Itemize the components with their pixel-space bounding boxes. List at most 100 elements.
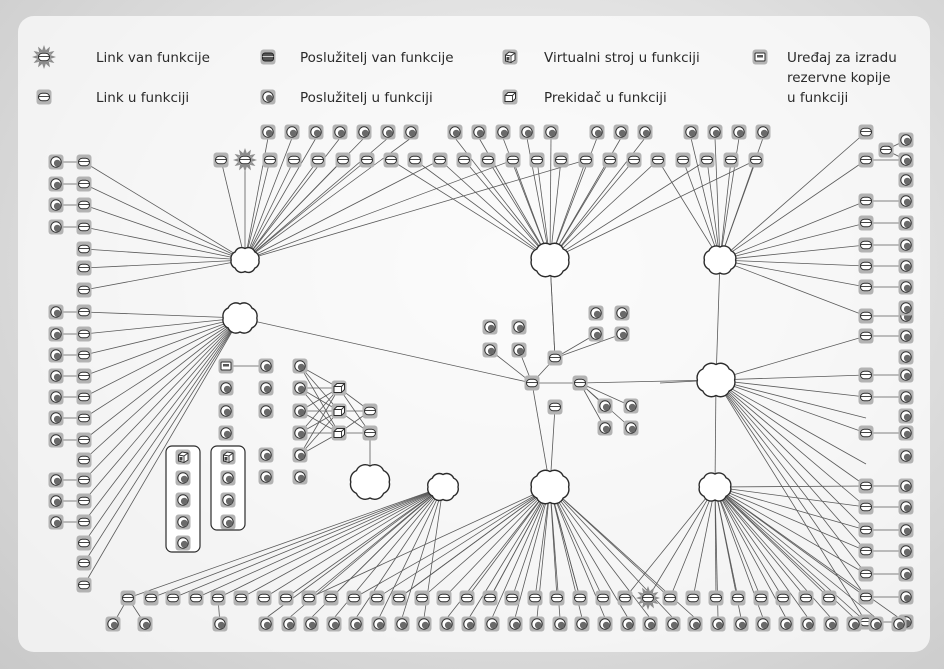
connection-line <box>376 486 551 599</box>
link-icon <box>730 590 746 606</box>
connection-line <box>83 317 241 441</box>
server-icon <box>519 124 535 140</box>
server-icon <box>284 124 300 140</box>
server-icon <box>482 342 498 358</box>
server-icon <box>482 319 498 335</box>
connection-line <box>714 486 867 575</box>
server-icon <box>898 499 914 515</box>
server-icon <box>623 398 639 414</box>
connection-line <box>719 259 867 288</box>
nodes <box>48 124 914 632</box>
link-icon <box>301 590 317 606</box>
connection-line <box>714 486 877 619</box>
link-icon <box>262 152 278 168</box>
server-icon <box>484 616 500 632</box>
link-icon <box>572 590 588 606</box>
server-icon <box>898 258 914 274</box>
link-icon <box>76 410 92 426</box>
server-icon <box>588 326 604 342</box>
cloud-icon <box>703 245 737 275</box>
connection-line <box>390 159 551 261</box>
connection-line <box>439 159 551 261</box>
connection-line <box>83 259 246 269</box>
connection-line <box>83 183 246 261</box>
connection-line <box>220 159 246 261</box>
server-icon <box>48 410 64 426</box>
connection-line <box>83 204 246 261</box>
link-icon <box>76 368 92 384</box>
server-icon <box>898 367 914 383</box>
cloud-icon <box>530 469 570 505</box>
virtual-machine-icon <box>175 449 191 465</box>
server-icon <box>218 380 234 396</box>
server-icon <box>898 132 914 148</box>
connection-line <box>244 159 271 261</box>
connection-line <box>549 486 604 599</box>
server-icon <box>614 326 630 342</box>
connection-line <box>549 486 629 619</box>
server-icon <box>846 616 862 632</box>
clouds <box>222 242 737 505</box>
link-icon <box>188 590 204 606</box>
link-legend-icon <box>36 89 52 105</box>
link-icon <box>858 193 874 209</box>
connection-line <box>83 311 241 319</box>
server-icon <box>220 492 236 508</box>
link-icon <box>278 590 294 606</box>
link-icon <box>858 328 874 344</box>
server-icon <box>348 616 364 632</box>
link-icon <box>391 590 407 606</box>
connection-line <box>715 379 867 487</box>
connection-line <box>719 259 867 317</box>
link-icon <box>76 282 92 298</box>
server-icon <box>175 470 191 486</box>
connection-line <box>172 486 444 599</box>
connection-line <box>83 317 241 523</box>
server-icon <box>48 347 64 363</box>
server-icon <box>898 193 914 209</box>
cloud-icon <box>230 246 260 274</box>
connection-line <box>244 159 514 261</box>
cloud-icon <box>427 472 459 502</box>
link-icon <box>858 425 874 441</box>
server-icon <box>220 470 236 486</box>
server-icon <box>614 305 630 321</box>
connection-line <box>466 486 551 599</box>
connection-line <box>150 486 444 599</box>
connection-line <box>714 486 807 599</box>
server-icon <box>281 616 297 632</box>
connection-line <box>244 159 368 261</box>
server-icon <box>898 349 914 365</box>
switch-legend-icon <box>502 89 518 105</box>
server-icon <box>623 420 639 436</box>
switch-icon <box>331 380 347 396</box>
link-icon <box>213 152 229 168</box>
connection-line <box>83 259 246 291</box>
link-icon <box>723 152 739 168</box>
server-icon <box>898 389 914 405</box>
link-icon <box>76 389 92 405</box>
link-icon <box>602 152 618 168</box>
server-icon <box>642 616 658 632</box>
server-icon <box>48 493 64 509</box>
server-icon <box>48 432 64 448</box>
server-icon <box>332 124 348 140</box>
link-icon <box>286 152 302 168</box>
server-icon <box>220 514 236 530</box>
connection-line <box>83 226 246 261</box>
link-icon <box>662 590 678 606</box>
server-icon <box>292 380 308 396</box>
connection-line <box>83 317 241 564</box>
connection-line <box>83 317 241 544</box>
connection-line <box>244 159 295 261</box>
link-icon <box>76 326 92 342</box>
connection-line <box>83 317 241 502</box>
server-icon <box>371 616 387 632</box>
server-icon <box>258 380 274 396</box>
server-icon <box>394 616 410 632</box>
connection-line <box>531 382 551 488</box>
server-icon <box>175 535 191 551</box>
server-icon <box>733 616 749 632</box>
server-icon <box>755 616 771 632</box>
server-icon <box>258 447 274 463</box>
